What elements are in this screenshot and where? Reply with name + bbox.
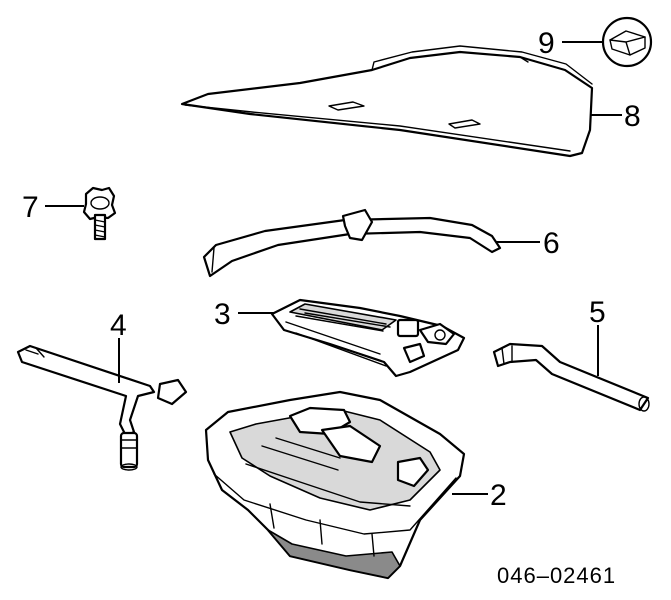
document-number: 046–02461: [497, 563, 616, 588]
callout-5: 5: [589, 296, 606, 329]
callout-9: 9: [538, 27, 555, 60]
part-6-strap: [202, 208, 502, 278]
callout-7: 7: [22, 191, 39, 224]
part-3-jack: [270, 298, 466, 378]
part-7-wing-bolt: [82, 186, 117, 241]
part-9-cap: [601, 16, 653, 68]
part-2-tool-tray: [204, 390, 466, 580]
callout-6: 6: [543, 227, 560, 260]
callout-3: 3: [214, 298, 231, 331]
callout-2: 2: [490, 479, 507, 512]
part-8-floor-cover: [180, 45, 594, 158]
callout-4: 4: [110, 309, 127, 342]
part-4-wrench: [16, 344, 188, 471]
callout-8: 8: [624, 100, 641, 133]
part-5-extension-rod: [492, 342, 650, 412]
